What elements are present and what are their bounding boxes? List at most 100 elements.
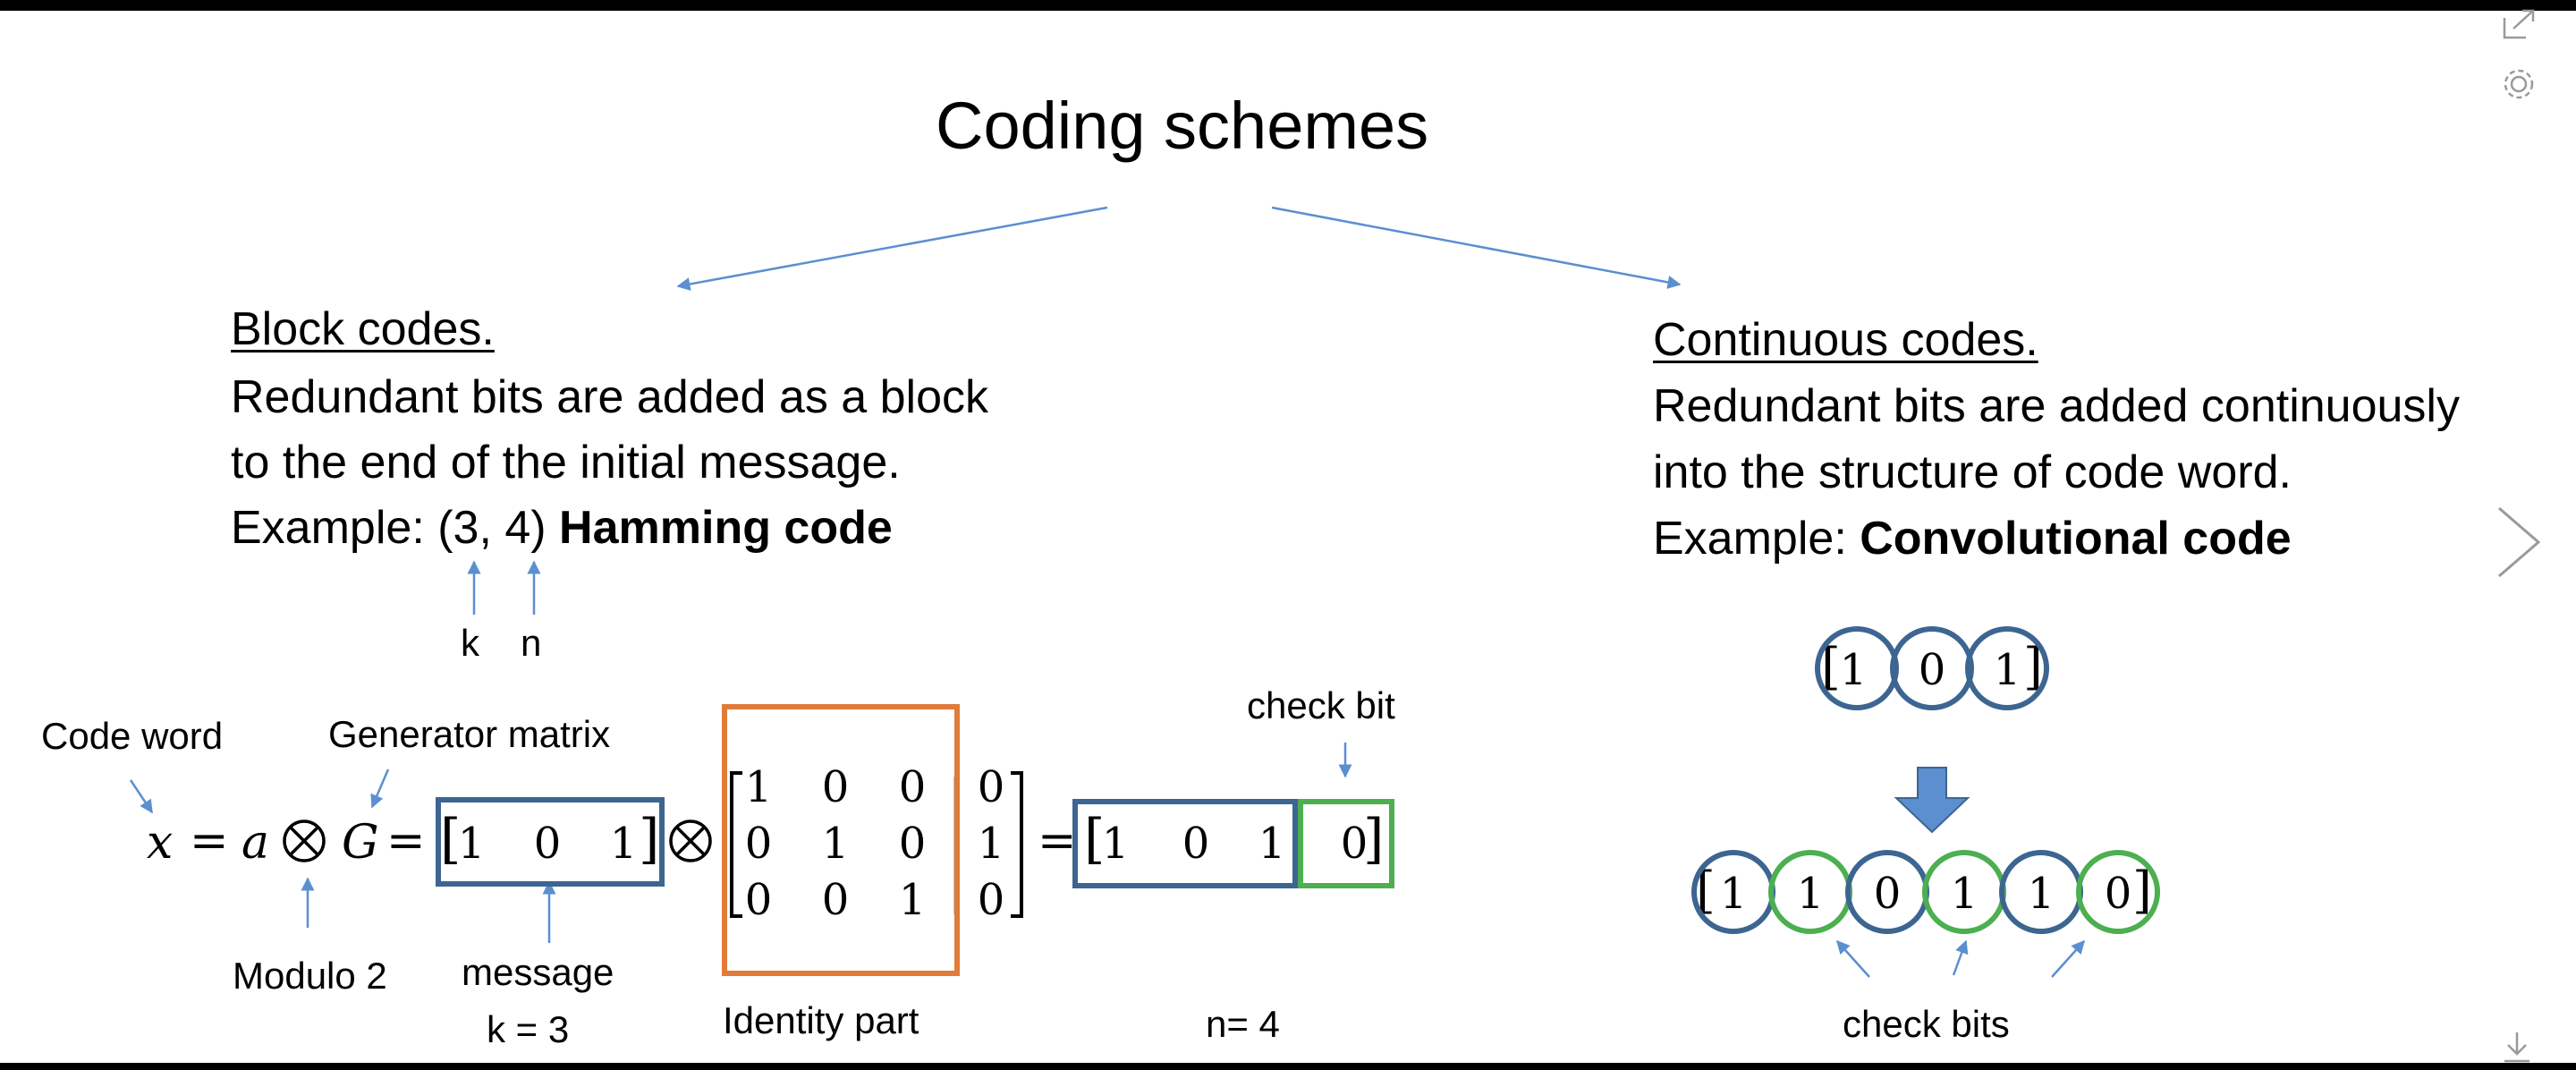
codeword-symbol: x [147,816,174,870]
check-bits-arrow [1952,939,1969,976]
input-bit: 0 [1918,645,1946,695]
n-value-label: n= 4 [1206,1003,1280,1045]
output-check-bit-circle [1922,850,2006,934]
continuous-codes-example: Example: Convolutional code [1653,515,2292,562]
message-open-bracket: [ [440,808,462,870]
input-bit-circle [1965,626,2049,710]
matrix-cell: 1 [898,875,927,925]
slide-title: Coding schemes [936,89,1429,163]
continuous-codes-line2: into the structure of code word. [1653,446,2292,498]
down-arrow-icon [1894,767,1970,834]
codeword-bit: 1 [1258,819,1286,869]
codeword-open-bracket: [ [1084,808,1106,870]
matrix-cell: 0 [977,762,1005,812]
example-name: Convolutional code [1860,513,2292,565]
chevron-right-icon[interactable] [2492,505,2546,580]
output-check-bit: 1 [1950,869,1979,919]
k-value-label: k = 3 [487,1008,570,1050]
check-bits-arrow [2051,939,2086,978]
input-bit: 1 [1993,645,2021,695]
matrix-cell: 1 [744,762,773,812]
check-bits-arrow [1835,939,1870,978]
matrix-close-bracket [1011,771,1023,918]
generator-matrix-label: Generator matrix [328,713,611,755]
codeword-check-bit: 0 [1340,819,1368,869]
generator-arrow [370,769,390,809]
gear-icon[interactable] [2499,64,2538,104]
expand-icon[interactable] [2501,9,2537,41]
slide: Coding schemes Block codes. Redundant bi… [0,9,2576,1063]
matrix-cell: 0 [744,875,773,925]
block-codes-example: Example: (3, 4) Hamming code [231,505,893,551]
output-check-bit-circle [1768,850,1852,934]
bottom-border [0,1063,2576,1070]
identity-part-label: Identity part [723,999,919,1041]
matrix-cell: 0 [821,875,850,925]
input-close-bracket: ] [2023,638,2043,696]
block-codes-line1: Redundant bits are added as a block [231,371,989,423]
modulo-label: Modulo 2 [233,955,387,997]
check-bit-box [1298,799,1394,888]
codeword-message-box [1072,799,1298,888]
output-open-bracket: [ [1696,862,1716,920]
code-word-arrow [129,779,154,814]
matrix-cell: 0 [744,819,773,869]
output-check-bit: 1 [1796,869,1825,919]
block-codes-heading: Block codes. [231,303,495,355]
message-label: message [462,951,614,993]
message-close-bracket: ] [639,808,660,870]
example-param: (3, 4) [437,502,547,554]
input-open-bracket: [ [1821,638,1841,696]
output-bit: 1 [1719,869,1748,919]
identity-part-box [722,704,960,976]
output-close-bracket: ] [2132,862,2152,920]
output-check-bit-circle [2076,850,2160,934]
equals-sign-1: = [190,814,229,868]
block-codes-line2: to the end of the initial message. [231,437,901,488]
code-word-label: Code word [41,715,224,757]
example-prefix: Example: [1653,513,1860,565]
codeword-bit: 0 [1182,819,1210,869]
matrix-cell: 1 [821,819,850,869]
matrix-cell: 1 [977,819,1005,869]
message-bit: 1 [609,819,638,869]
n-label: n [521,622,542,664]
input-bit: 1 [1839,645,1868,695]
message-symbol: a [242,816,270,870]
codeword-bit: 1 [1101,819,1130,869]
output-bit-circle [1999,850,2083,934]
message-bit: 0 [533,819,562,869]
output-bit: 1 [2027,869,2055,919]
matrix-cell: 0 [821,762,850,812]
split-arrow-right [1271,206,1682,289]
check-bits-label: check bits [1843,1003,2010,1045]
output-bit-circle [1691,850,1775,934]
split-arrow-left [676,206,1108,291]
input-bit-circle [1890,626,1974,710]
matrix-cell: 0 [977,875,1005,925]
matrix-cell: 0 [898,762,927,812]
output-bit: 0 [1873,869,1902,919]
k-label: k [461,622,479,664]
continuous-codes-line1: Redundant bits are added continuously [1653,380,2460,432]
diagram-graphics [129,206,2160,978]
check-bit-label: check bit [1247,684,1395,726]
equals-sign-3: = [1038,814,1077,868]
example-prefix: Example: [231,502,438,554]
top-border [0,0,2576,11]
matrix-open-bracket [730,771,742,918]
matrix-cell: 0 [898,819,927,869]
codeword-close-bracket: ] [1363,808,1385,870]
output-check-bit: 0 [2104,869,2132,919]
output-bit-circle [1845,850,1929,934]
example-name: Hamming code [559,502,893,554]
generator-symbol: G [342,816,379,870]
continuous-codes-heading: Continuous codes. [1653,314,2038,366]
input-bit-circle [1815,626,1899,710]
message-box [436,797,665,887]
equals-sign-2: = [386,814,426,868]
circled-times-1 [283,819,326,862]
message-bit: 1 [457,819,486,869]
download-icon[interactable] [2501,1031,2533,1063]
circled-times-2 [669,819,712,862]
